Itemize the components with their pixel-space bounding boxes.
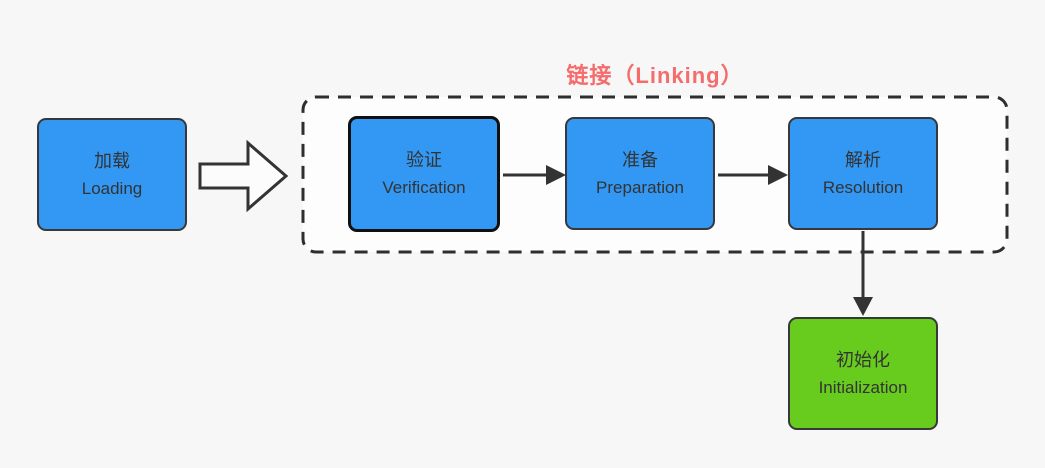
node-initialization-label-zh: 初始化 xyxy=(836,349,890,370)
node-verification-label-en: Verification xyxy=(382,178,466,197)
node-resolution: 解析 Resolution xyxy=(788,117,938,230)
verification-to-preparation-arrow xyxy=(503,165,566,185)
node-initialization: 初始化 Initialization xyxy=(788,317,938,430)
loading-to-linking-arrow xyxy=(198,139,289,213)
node-loading: 加载 Loading xyxy=(37,118,187,231)
node-loading-label-en: Loading xyxy=(81,178,143,198)
node-loading-label-zh: 加载 xyxy=(94,150,130,171)
node-resolution-label-en: Resolution xyxy=(822,177,904,197)
resolution-to-initialization-arrow xyxy=(853,231,873,316)
node-verification-label-zh: 验证 xyxy=(406,150,442,170)
preparation-to-resolution-arrow xyxy=(718,165,788,185)
node-verification: 验证 Verification xyxy=(348,116,500,232)
node-resolution-label-zh: 解析 xyxy=(845,149,881,170)
linking-group-title: 链接（Linking） xyxy=(566,63,744,88)
node-initialization-label-en: Initialization xyxy=(818,377,908,397)
node-preparation: 准备 Preparation xyxy=(565,117,715,230)
node-preparation-label-zh: 准备 xyxy=(622,149,658,170)
node-preparation-label-en: Preparation xyxy=(596,177,684,197)
